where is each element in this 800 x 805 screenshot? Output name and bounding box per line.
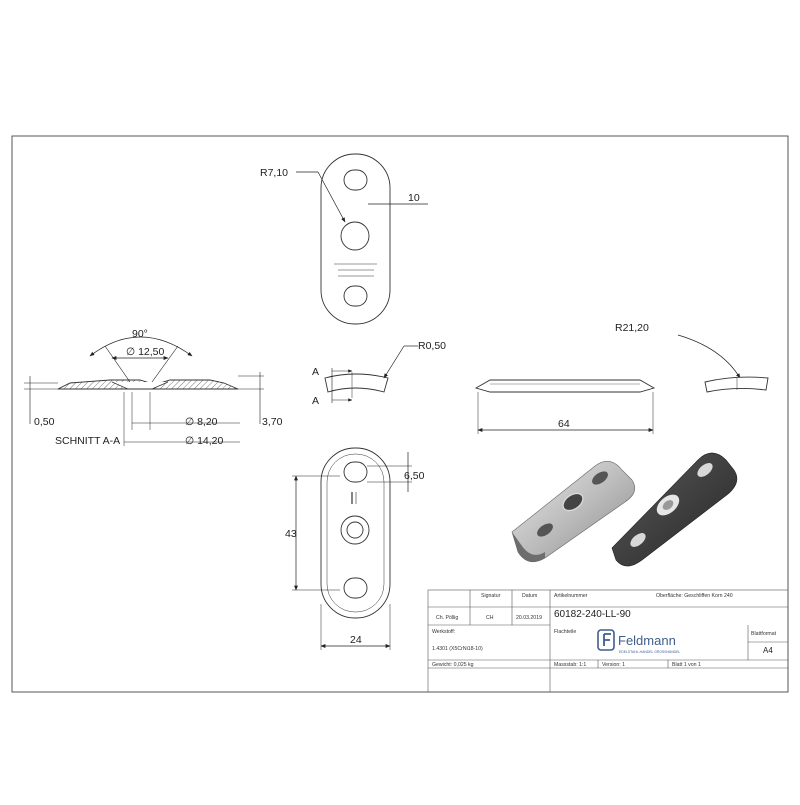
tb-datum: 20.03.2019: [516, 615, 542, 621]
tb-artikel-header: Artikelnummer: [554, 593, 588, 599]
label-d-14-20: ∅ 14,20: [185, 435, 223, 447]
label-length-64: 64: [558, 418, 570, 430]
tb-signatur-header: Signatur: [481, 593, 501, 599]
tb-oberflaeche: Oberfläche: Geschliffen Korn 240: [656, 593, 733, 599]
label-d-8-20: ∅ 8,20: [185, 416, 218, 428]
label-section: SCHNITT A-A: [55, 435, 120, 447]
title-block: [427, 589, 789, 693]
dim-r-0-50: R0,50: [383, 340, 446, 379]
tb-werkstoff-value: 1.4301 (X5CrNi18-10): [432, 646, 483, 652]
sheet-border: [11, 135, 789, 693]
label-width-24: 24: [350, 634, 362, 646]
tb-massstab: Massstab: 1:1: [554, 662, 586, 668]
dim-d-14-20: ∅ 14,20: [123, 392, 240, 447]
dim-thickness-left: 0,50: [24, 376, 58, 428]
dim-width-top: 10: [368, 192, 428, 205]
dim-height-43: 43: [285, 475, 340, 591]
label-r-top: R7,10: [260, 167, 288, 179]
tb-signatur: CH: [486, 615, 494, 621]
dim-d-12-50: ∅ 12,50: [111, 346, 169, 360]
tb-gewicht: Gewicht: 0,025 kg: [432, 662, 474, 668]
dim-slot-6-50: 6,50: [367, 452, 425, 492]
feldmann-logo: Feldmann EDELSTAHL-HANDEL GROSSHANDEL: [597, 629, 680, 654]
label-d-12-50: ∅ 12,50: [126, 346, 164, 358]
label-r-21-20: R21,20: [615, 322, 649, 334]
label-t-3-70: 3,70: [262, 416, 283, 428]
label-section-a-top: A: [312, 366, 319, 378]
render-light-part: [511, 461, 636, 563]
section-cut-mark: A A: [312, 366, 389, 407]
tb-datum-header: Datum: [522, 593, 537, 599]
tb-werkstoff-label: Werkstoff:: [432, 629, 455, 635]
front-view-lower: [320, 447, 391, 619]
section-view: [57, 379, 239, 390]
label-t-0-50: 0,50: [34, 416, 55, 428]
label-width-top: 10: [408, 192, 420, 204]
top-view-upper: [320, 153, 391, 325]
label-angle: 90°: [132, 328, 148, 340]
tb-blatt: Blatt 1 von 1: [672, 662, 701, 668]
brand-tagline: EDELSTAHL-HANDEL GROSSHANDEL: [619, 650, 680, 654]
render-dark-part: [611, 452, 738, 567]
dim-width-24: 24: [320, 604, 391, 650]
dim-angle: 90°: [89, 328, 193, 383]
label-r-0-50: R0,50: [418, 340, 446, 352]
dim-thickness-right: 3,70: [238, 372, 283, 428]
dim-d-8-20: ∅ 8,20: [131, 392, 240, 430]
tb-blattformat-value: A4: [763, 646, 773, 655]
dim-r-top: R7,10: [260, 167, 346, 223]
tb-article-number: 60182-240-LL-90: [554, 609, 631, 620]
side-view: 64: [474, 379, 656, 434]
label-height-43: 43: [285, 528, 297, 540]
tb-drawn-by: Ch. Pöllig: [436, 615, 458, 621]
detail-arc: R21,20: [615, 322, 769, 393]
brand-name: Feldmann: [618, 633, 676, 648]
tb-version: Version: 1: [602, 662, 625, 668]
tb-part-name: Flachteile: [554, 629, 576, 635]
tb-blattformat-label: Blattformat: [751, 631, 777, 637]
label-slot-6-50: 6,50: [404, 470, 425, 482]
label-section-a-bottom: A: [312, 395, 319, 407]
